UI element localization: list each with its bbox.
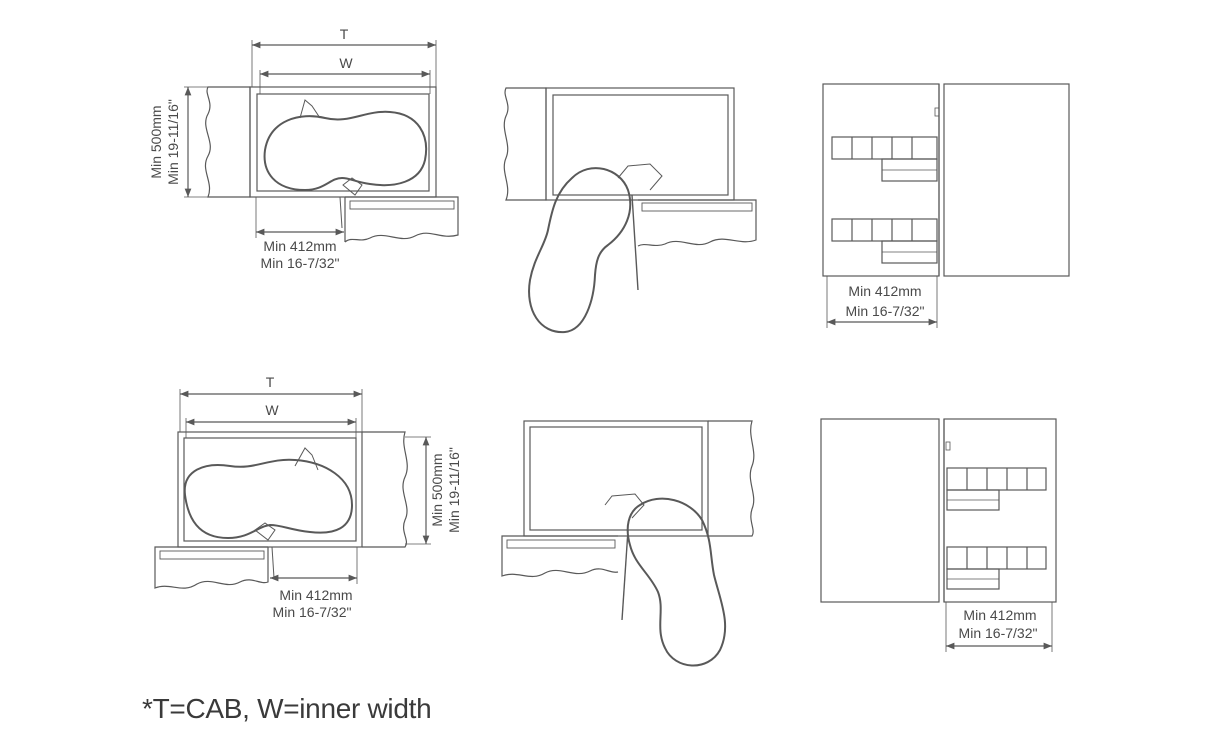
- opening-mm-label: Min 412mm: [263, 238, 336, 254]
- dim-t-label: T: [266, 374, 275, 390]
- side-cabinet: [503, 87, 547, 201]
- elevation-top: [822, 83, 1070, 328]
- dim-t-label: T: [340, 26, 349, 42]
- depth-in-label: Min 19-11/16": [446, 447, 462, 533]
- dim-w-label: W: [265, 402, 279, 418]
- side-cabinet: [362, 431, 408, 548]
- front-cabinet: [501, 535, 619, 578]
- lower-basket: [946, 546, 1047, 570]
- corner-cabinet: [523, 420, 709, 537]
- front-cabinet: [344, 196, 459, 243]
- kidney-basket: [263, 110, 428, 192]
- side-cabinet: [204, 86, 251, 198]
- opening-mm-label: Min 412mm: [279, 587, 352, 603]
- footnote: *T=CAB, W=inner width: [142, 693, 432, 724]
- plan-view-bottom-right: [154, 389, 431, 589]
- upper-basket: [831, 136, 938, 160]
- elev-opening-in-label: Min 16-7/32": [959, 625, 1038, 641]
- elev-opening-in-label: Min 16-7/32": [846, 303, 925, 319]
- plan-view-bottom-open: [501, 420, 755, 667]
- cabinet-left-door: [820, 418, 940, 603]
- kidney-basket-swung: [528, 167, 632, 334]
- cabinet-inner: [256, 93, 430, 192]
- kidney-basket: [183, 458, 354, 540]
- front-cabinet: [637, 199, 757, 247]
- plan-view-top-left: [184, 40, 459, 243]
- lower-basket: [831, 218, 938, 242]
- elev-opening-mm-label: Min 412mm: [848, 283, 921, 299]
- corner-cabinet: [249, 86, 437, 198]
- kidney-basket-swung: [626, 497, 727, 667]
- plan-view-top-open: [503, 87, 757, 334]
- front-cabinet: [154, 546, 269, 589]
- opening-in-label: Min 16-7/32": [261, 255, 340, 271]
- side-cabinet: [708, 420, 755, 537]
- cabinet-right-door: [943, 83, 1070, 277]
- depth-mm-label: Min 500mm: [148, 105, 164, 178]
- corner-cabinet: [177, 431, 363, 548]
- depth-mm-label: Min 500mm: [429, 453, 445, 526]
- opening-in-label: Min 16-7/32": [273, 604, 352, 620]
- upper-basket: [946, 467, 1047, 491]
- corner-cabinet: [545, 87, 735, 201]
- elevation-bottom: [820, 418, 1057, 652]
- cabinet-left-body: [822, 83, 940, 277]
- elev-opening-mm-label: Min 412mm: [963, 607, 1036, 623]
- depth-in-label: Min 19-11/16": [165, 99, 181, 185]
- dim-w-label: W: [339, 55, 353, 71]
